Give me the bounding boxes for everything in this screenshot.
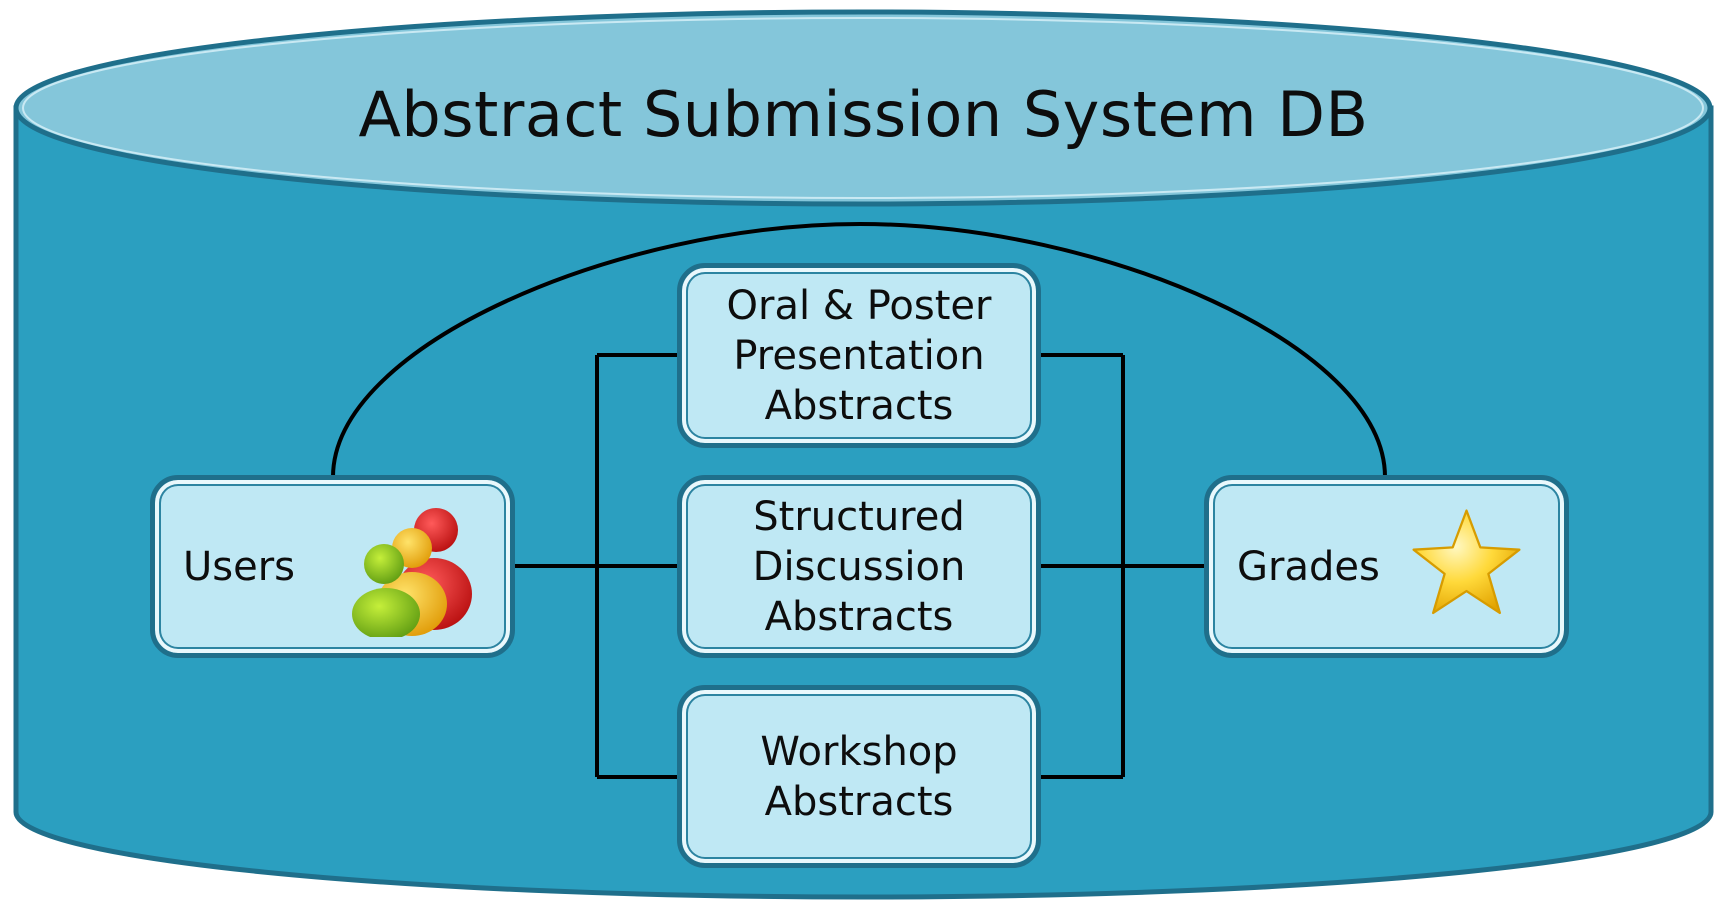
- users-group-icon: [352, 508, 472, 637]
- node-oral-poster-abstracts: Oral & Poster Presentation Abstracts: [677, 263, 1041, 448]
- connector-users-grades-arc: [331, 221, 1387, 478]
- database-title: Abstract Submission System DB: [358, 78, 1369, 151]
- connector-lines: [331, 221, 1387, 779]
- node-users: Users: [150, 475, 515, 658]
- node-oral-poster-label: Oral & Poster Presentation Abstracts: [726, 282, 992, 429]
- node-users-label: Users: [183, 543, 296, 590]
- node-workshop-abstracts: Workshop Abstracts: [677, 685, 1041, 868]
- star-icon: [1412, 509, 1521, 615]
- node-structured-discussion-abstracts: Structured Discussion Abstracts: [677, 475, 1041, 658]
- node-grades: Grades: [1204, 475, 1569, 658]
- node-workshop-label: Workshop Abstracts: [760, 728, 958, 825]
- node-grades-label: Grades: [1237, 543, 1380, 590]
- database-cylinder-top-rim: [22, 17, 1704, 199]
- node-structured-label: Structured Discussion Abstracts: [752, 493, 966, 640]
- database-cylinder-top: [13, 9, 1713, 207]
